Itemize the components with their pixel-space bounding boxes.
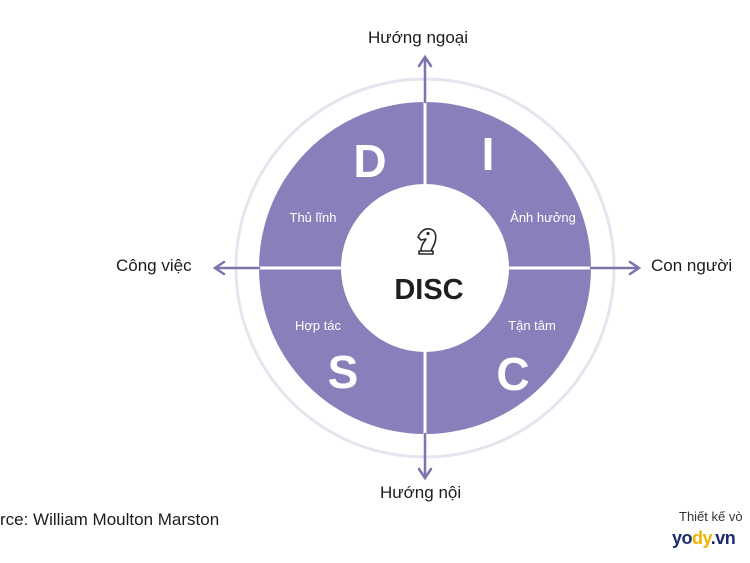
source-caption: rce: William Moulton Marston: [0, 510, 220, 529]
quadrant-d-letter: D: [353, 135, 386, 187]
arrow-up-head: [417, 54, 433, 68]
arrow-right-head: [628, 260, 642, 276]
credit-text: Thiết kế vò: [679, 509, 743, 524]
axis-label-top: Hướng ngoại: [368, 28, 469, 47]
arrow-down-head: [417, 467, 433, 481]
quadrant-s-letter: S: [328, 346, 359, 398]
brand-part-2: dy: [692, 528, 711, 548]
axis-label-left: Công việc: [116, 256, 192, 275]
quadrant-d-label: Thủ lĩnh: [290, 210, 337, 225]
chess-knight-icon: [417, 228, 437, 255]
axis-arrows: [212, 54, 642, 481]
quadrant-c-letter: C: [496, 348, 529, 400]
axis-label-bottom: Hướng nội: [380, 483, 462, 502]
axis-label-right: Con người: [651, 256, 733, 275]
brand-part-3: .vn: [710, 528, 736, 548]
brand-part-1: yo: [672, 528, 693, 548]
center-title: DISC: [394, 274, 463, 306]
arrow-left-head: [212, 260, 226, 276]
center-circle: [341, 184, 509, 352]
quadrant-c-label: Tận tâm: [508, 318, 556, 333]
quadrant-s-label: Hợp tác: [295, 318, 342, 333]
quadrant-i-letter: I: [482, 128, 495, 180]
brand-logo: yody.vn: [672, 528, 736, 549]
quadrant-i-label: Ảnh hưởng: [510, 210, 576, 225]
